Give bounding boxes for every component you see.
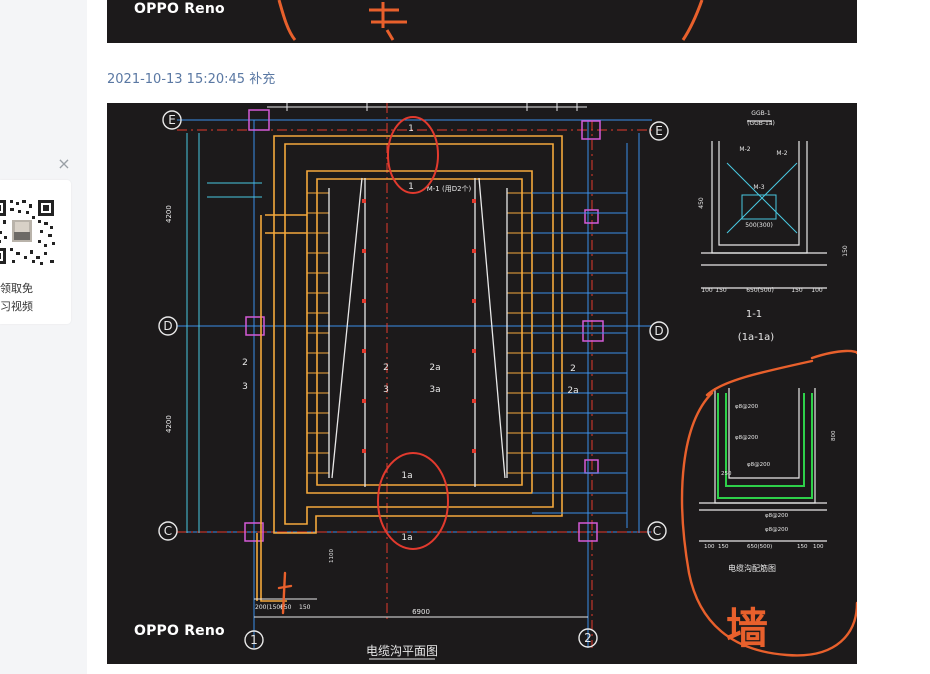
depth-label-1100: 1100: [329, 549, 335, 563]
section-subtitle: (1a-1a): [738, 332, 774, 343]
right-dimension-lines: [532, 133, 640, 533]
rebar-label-2: φ8@200: [735, 435, 759, 441]
cable-brackets: [307, 192, 532, 474]
section-mark-1-top: 1: [408, 124, 414, 134]
qr-caption: 扫码领取免 费学习视频: [0, 280, 68, 316]
previous-photo-drawing: [277, 0, 704, 41]
section-mark-3-center: 3: [383, 385, 389, 395]
bottom-dimension-line: [254, 598, 588, 618]
axis-label-e2: E: [655, 124, 663, 138]
column-markers: [244, 109, 604, 542]
timestamp-action: 补充: [249, 72, 276, 87]
dim-side-2: 4200: [165, 415, 173, 433]
rebar-label-3: φ8@200: [747, 462, 771, 468]
section-dim-4: 150: [791, 287, 803, 294]
rebar-label-5: φ8@200: [765, 527, 789, 533]
post-timestamp: 2021-10-13 15:20:45 补充: [107, 68, 275, 87]
section-detail-outline: [701, 120, 827, 289]
axis-bubbles: [158, 110, 669, 650]
axis-grid-lines: [177, 119, 652, 648]
steel-label-m3: M-3: [753, 184, 764, 191]
close-icon[interactable]: ×: [57, 154, 71, 173]
section-dim-5: 100: [811, 287, 823, 294]
steel-label-m2-right: M-2: [776, 150, 787, 157]
rebar-detail-outline: [699, 388, 827, 542]
rebar-dim-4: 150: [797, 544, 808, 550]
rebar-title: 电缆沟配筋图: [728, 563, 776, 573]
qr-code-image: [0, 196, 58, 268]
red-anchor-marks: [362, 199, 476, 453]
plan-title: 电缆沟平面图: [366, 644, 438, 658]
section-mark-2a-right: 2a: [567, 386, 578, 396]
top-photo-watermark: OPPO Reno: [134, 1, 225, 17]
rebar-dim-5: 100: [813, 544, 824, 550]
section-detail-labels: GGB-1 (GGB-1a) M-2 M-2 M-3 500(300) 450 …: [698, 110, 849, 294]
handwritten-markup: [277, 349, 857, 657]
section-dim-2: 150: [715, 287, 727, 294]
rebar-green: [717, 393, 813, 499]
axis-label-c1: C: [164, 524, 172, 538]
qr-promo-card[interactable]: 扫码领取免 费学习视频: [0, 180, 71, 324]
section-title: 1-1: [746, 309, 762, 320]
rebar-dim-2: 150: [718, 544, 729, 550]
section-mark-2-right: 2: [570, 364, 576, 374]
axis-label-d1: D: [163, 319, 172, 333]
section-mark-1a-bottom: 1a: [401, 533, 412, 543]
dim-bottom-1: 200(150): [255, 604, 283, 611]
dim-bottom-2: 650: [280, 604, 292, 611]
depth-label-800: 800: [831, 430, 837, 441]
steel-label-m2-left: M-2: [739, 146, 750, 153]
previous-photo[interactable]: OPPO Reno: [107, 0, 857, 43]
top-dimensions: [267, 103, 587, 111]
cad-drawing: E E D D C C 1 2: [158, 103, 857, 660]
handwritten-wall-note: 墙: [726, 604, 768, 653]
axis-label-c2: C: [653, 524, 661, 538]
section-top-label-2: (GGB-1a): [747, 120, 775, 127]
axis-label-1: 1: [250, 633, 258, 647]
axis-label-2: 2: [584, 631, 592, 645]
trench-walls: [256, 135, 563, 602]
section-mark-1a-top: 1a: [401, 471, 412, 481]
left-cyan-lines: [186, 133, 262, 533]
section-marks: 1 1 1a 1a 2 2a 3 3a 2 2a 3 3a 2 3: [242, 124, 578, 543]
cad-drawing-photo[interactable]: E E D D C C 1 2: [107, 103, 857, 664]
rebar-label-1: φ8@200: [735, 404, 759, 410]
timestamp-text: 2021-10-13 15:20:45: [107, 72, 246, 87]
rebar-dim-3: 650(500): [747, 544, 772, 550]
qr-caption-line2: 费学习视频: [0, 300, 33, 313]
note-label: M-1 (用D2个): [427, 185, 472, 193]
section-mark-1-bottom: 1: [408, 182, 414, 192]
section-dim-3: 650(500): [746, 287, 774, 294]
section-dim-1: 100: [701, 287, 713, 294]
steel-label-500: 500(300): [745, 222, 773, 229]
photo-watermark: OPPO Reno: [134, 623, 225, 639]
rebar-dim-1: 100: [704, 544, 715, 550]
bottom-small-dims: 200(150) 650 150: [255, 604, 311, 611]
left-rail: [0, 0, 87, 674]
section-mark-2-center: 2: [383, 363, 389, 373]
axis-letters: E E D D C C 1 2: [163, 113, 663, 647]
red-markup-circles: [377, 116, 449, 550]
section-detail-steel: [726, 162, 798, 234]
section-mark-2-left: 2: [242, 358, 248, 368]
section-mark-3-left: 3: [242, 382, 248, 392]
section-mark-3a-center: 3a: [429, 385, 440, 395]
depth-label-450: 450: [698, 197, 705, 209]
center-lines: [177, 103, 652, 648]
dim-side-1: 4200: [165, 205, 173, 223]
dim-bottom-3: 150: [299, 604, 311, 611]
axis-label-d2: D: [654, 324, 663, 338]
rebar-labels: φ8@200 φ8@200 φ8@200 φ8@200 φ8@200 250 8…: [329, 404, 837, 563]
total-dimension: 6900: [412, 608, 430, 616]
depth-label-150: 150: [842, 245, 849, 257]
qr-caption-line1: 扫码领取免: [0, 282, 33, 295]
cable-tray-lines: [328, 177, 508, 487]
side-dims: 4200 4200: [165, 205, 173, 433]
rebar-label-4: φ8@200: [765, 513, 789, 519]
axis-label-e1: E: [168, 113, 176, 127]
depth-label-250: 250: [721, 471, 732, 477]
section-top-label: GGB-1: [751, 110, 771, 117]
section-mark-2a-center: 2a: [429, 363, 440, 373]
